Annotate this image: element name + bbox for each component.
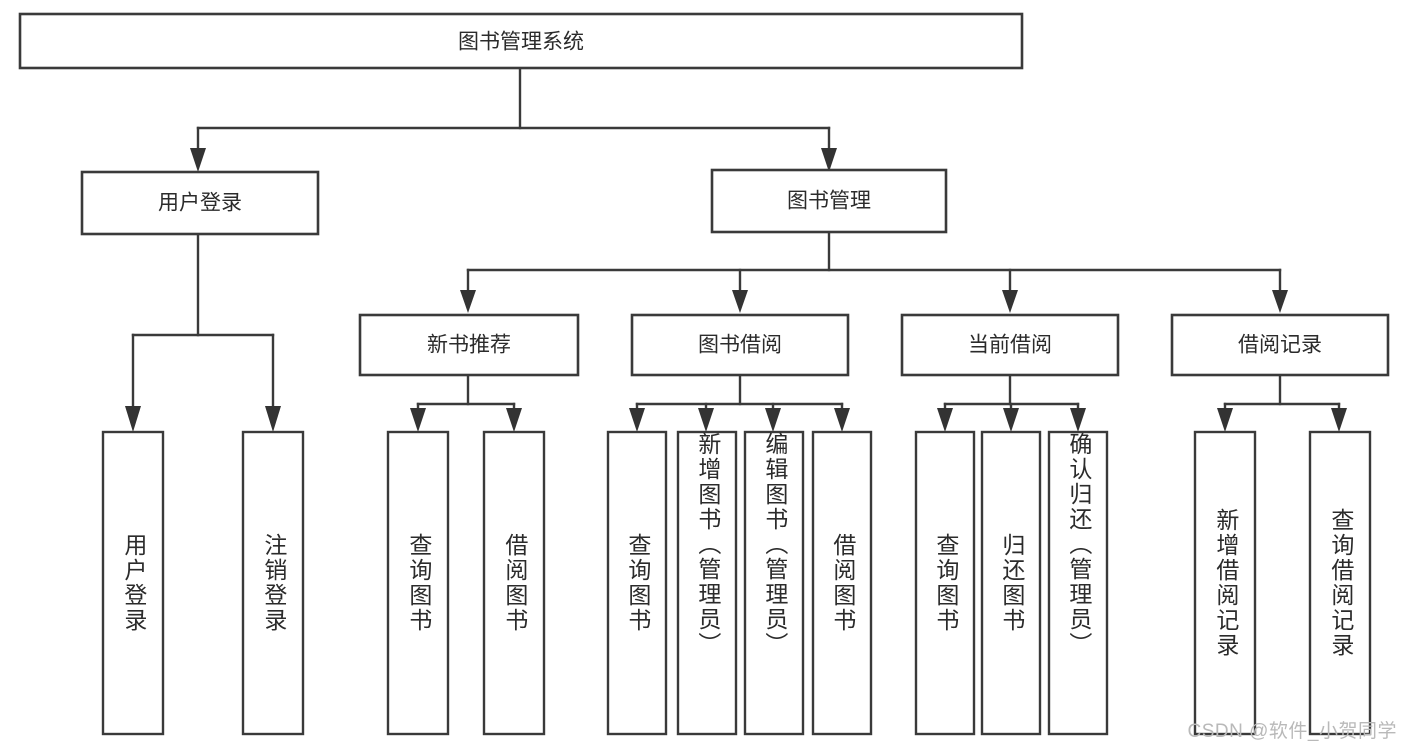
arrow-to-leaf-logout xyxy=(265,406,281,432)
connector-root-to-level2 xyxy=(190,66,837,172)
arrow-to-leaf-borrow-book-1 xyxy=(506,408,522,432)
node-leaf-query-record-box[interactable] xyxy=(1308,430,1372,736)
node-borrow-record-label: 借阅记录 xyxy=(1238,334,1322,357)
node-book-borrow-box xyxy=(630,313,850,377)
arrow-to-user-login xyxy=(190,148,206,172)
node-user-login-box xyxy=(80,170,320,236)
arrow-to-leaf-return-book xyxy=(1003,408,1019,432)
node-leaf-query-book-1-box[interactable] xyxy=(386,430,450,736)
connector-bookborrow-to-leaves xyxy=(629,373,850,432)
node-leaf-confirm-return-box[interactable] xyxy=(1047,430,1109,736)
arrow-to-leaf-add-record xyxy=(1217,408,1233,432)
node-leaf-logout-box[interactable] xyxy=(241,430,305,736)
leaf-boxes xyxy=(101,430,1372,736)
node-book-management-box xyxy=(710,168,948,234)
node-leaf-query-book-2-box[interactable] xyxy=(606,430,668,736)
connector-userlogin-to-leaves xyxy=(125,232,281,432)
node-current-borrow-box xyxy=(900,313,1120,377)
node-book-borrow[interactable]: 图书借阅 xyxy=(630,313,850,377)
node-root[interactable]: 图书管理系统 xyxy=(18,12,1024,70)
arrow-to-book-borrow xyxy=(732,290,748,313)
node-leaf-add-book-box[interactable] xyxy=(676,430,738,736)
node-book-management-label: 图书管理 xyxy=(787,190,871,213)
node-root-label: 图书管理系统 xyxy=(458,31,584,54)
arrow-to-borrow-record xyxy=(1272,290,1288,313)
connector-currentborrow-to-leaves xyxy=(937,373,1086,432)
connector-borrowrecord-to-leaves xyxy=(1217,373,1347,432)
connector-newbook-to-leaves xyxy=(410,373,522,432)
node-leaf-edit-book-box[interactable] xyxy=(743,430,805,736)
node-new-book-recommend[interactable]: 新书推荐 xyxy=(358,313,580,377)
arrow-to-new-book-recommend xyxy=(460,290,476,313)
node-leaf-add-record-box[interactable] xyxy=(1193,430,1257,736)
watermark-text: CSDN @软件_小贺同学 xyxy=(1187,721,1397,742)
arrow-to-leaf-add-book xyxy=(698,408,714,432)
node-leaf-borrow-book-1-box[interactable] xyxy=(482,430,546,736)
arrow-to-leaf-query-record xyxy=(1331,408,1347,432)
node-leaf-user-login-box[interactable] xyxy=(101,430,165,736)
arrow-to-leaf-edit-book xyxy=(765,408,781,432)
node-current-borrow[interactable]: 当前借阅 xyxy=(900,313,1120,377)
arrow-to-leaf-query-book-2 xyxy=(629,408,645,432)
node-borrow-record-box xyxy=(1170,313,1390,377)
arrow-to-current-borrow xyxy=(1002,290,1018,313)
arrow-to-leaf-confirm-return xyxy=(1070,408,1086,432)
node-new-book-recommend-label: 新书推荐 xyxy=(427,334,511,357)
node-user-login-label: 用户登录 xyxy=(158,192,242,215)
node-current-borrow-label: 当前借阅 xyxy=(968,334,1052,357)
node-new-book-recommend-box xyxy=(358,313,580,377)
node-root-box xyxy=(18,12,1024,70)
node-borrow-record[interactable]: 借阅记录 xyxy=(1170,313,1390,377)
node-leaf-return-book-box[interactable] xyxy=(980,430,1042,736)
node-book-borrow-label: 图书借阅 xyxy=(698,334,782,357)
arrow-to-leaf-query-book-1 xyxy=(410,408,426,432)
node-leaf-query-book-3-box[interactable] xyxy=(914,430,976,736)
node-user-login[interactable]: 用户登录 xyxy=(80,170,320,236)
arrow-to-leaf-borrow-book-2 xyxy=(834,408,850,432)
connector-bookmgmt-to-level3 xyxy=(460,230,1288,313)
node-book-management[interactable]: 图书管理 xyxy=(710,168,948,234)
node-leaf-borrow-book-2-box[interactable] xyxy=(811,430,873,736)
arrow-to-leaf-query-book-3 xyxy=(937,408,953,432)
arrow-to-leaf-user-login xyxy=(125,406,141,432)
arrow-to-book-management xyxy=(821,148,837,172)
